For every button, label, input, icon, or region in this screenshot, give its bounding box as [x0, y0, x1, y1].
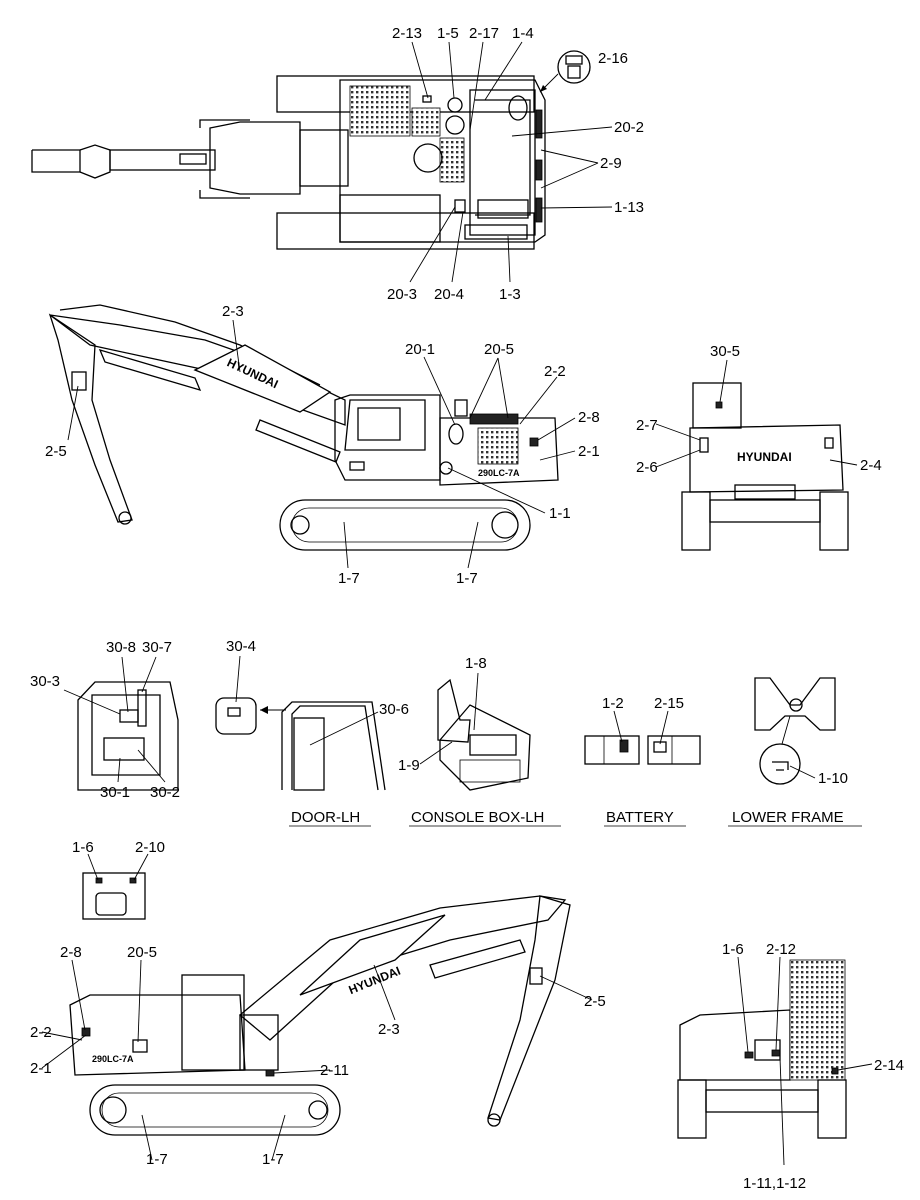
part-label: 20-5	[484, 341, 514, 358]
part-label: 2-7	[636, 417, 658, 434]
part-label: 30-1	[100, 784, 130, 801]
part-label: 30-8	[106, 639, 136, 656]
part-label: 30-5	[710, 343, 740, 360]
door-lh-view	[215, 697, 386, 791]
part-label: 1-13	[614, 199, 644, 216]
part-label: 2-3	[222, 303, 244, 320]
model-badge-right: 290LC-7A	[92, 1054, 134, 1064]
leader-lines	[41, 41, 873, 1166]
rear-view-right	[677, 959, 847, 1139]
part-label: 20-3	[387, 286, 417, 303]
part-label: 1-8	[465, 655, 487, 672]
part-label: 2-6	[636, 459, 658, 476]
caption-console-box-lh: CONSOLE BOX-LH	[411, 809, 544, 826]
side-view-left	[48, 304, 559, 551]
panel-view	[82, 872, 146, 920]
caption-door-lh: DOOR-LH	[291, 809, 360, 826]
part-label: 20-4	[434, 286, 464, 303]
rear-view	[681, 382, 849, 551]
part-label: 20-2	[614, 119, 644, 136]
part-label: 1-1	[549, 505, 571, 522]
part-label: 2-1	[30, 1060, 52, 1077]
console-box-view	[437, 678, 531, 791]
part-label: 2-15	[654, 695, 684, 712]
part-label: 1-7	[338, 570, 360, 587]
part-label: 20-5	[127, 944, 157, 961]
part-label: 2-12	[766, 941, 796, 958]
part-label: 2-14	[874, 1057, 904, 1074]
part-label: 2-10	[135, 839, 165, 856]
part-label: 2-2	[30, 1024, 52, 1041]
part-label: 30-3	[30, 673, 60, 690]
part-label: 30-6	[379, 701, 409, 718]
model-badge-left: 290LC-7A	[478, 468, 520, 478]
part-label: 2-3	[378, 1021, 400, 1038]
part-label: 1-7	[456, 570, 478, 587]
part-label: 2-11	[320, 1062, 349, 1079]
part-label: 2-2	[544, 363, 566, 380]
part-label: 1-11,1-12	[743, 1175, 806, 1192]
cab-interior-view	[77, 681, 179, 791]
side-view-right	[69, 895, 571, 1136]
part-label: 1-6	[72, 839, 94, 856]
part-label: 1-6	[722, 941, 744, 958]
part-label: 2-13	[392, 25, 422, 42]
part-label: 1-7	[146, 1151, 168, 1168]
part-label: 30-2	[150, 784, 180, 801]
part-label: 1-5	[437, 25, 459, 42]
part-label: 2-1	[578, 443, 600, 460]
part-label: 30-7	[142, 639, 172, 656]
part-label: 2-8	[60, 944, 82, 961]
part-label: 2-9	[600, 155, 622, 172]
part-label: 2-17	[469, 25, 499, 42]
part-label: 2-8	[578, 409, 600, 426]
part-label: 1-9	[398, 757, 420, 774]
part-label: 2-4	[860, 457, 882, 474]
caption-lower-frame: LOWER FRAME	[732, 809, 844, 826]
lower-frame-view	[754, 677, 836, 785]
part-label: 2-5	[584, 993, 606, 1010]
part-label: 2-5	[45, 443, 67, 460]
top-view	[31, 50, 591, 250]
part-label: 1-2	[602, 695, 624, 712]
part-label: 1-3	[499, 286, 521, 303]
brand-logo-rear: HYUNDAI	[737, 450, 792, 464]
part-label: 30-4	[226, 638, 256, 655]
part-label: 1-7	[262, 1151, 284, 1168]
part-label: 20-1	[405, 341, 435, 358]
part-label: 1-4	[512, 25, 534, 42]
part-label: 1-10	[818, 770, 848, 787]
part-label: 2-16	[598, 50, 628, 67]
battery-view	[584, 735, 701, 765]
caption-battery: BATTERY	[606, 809, 674, 826]
